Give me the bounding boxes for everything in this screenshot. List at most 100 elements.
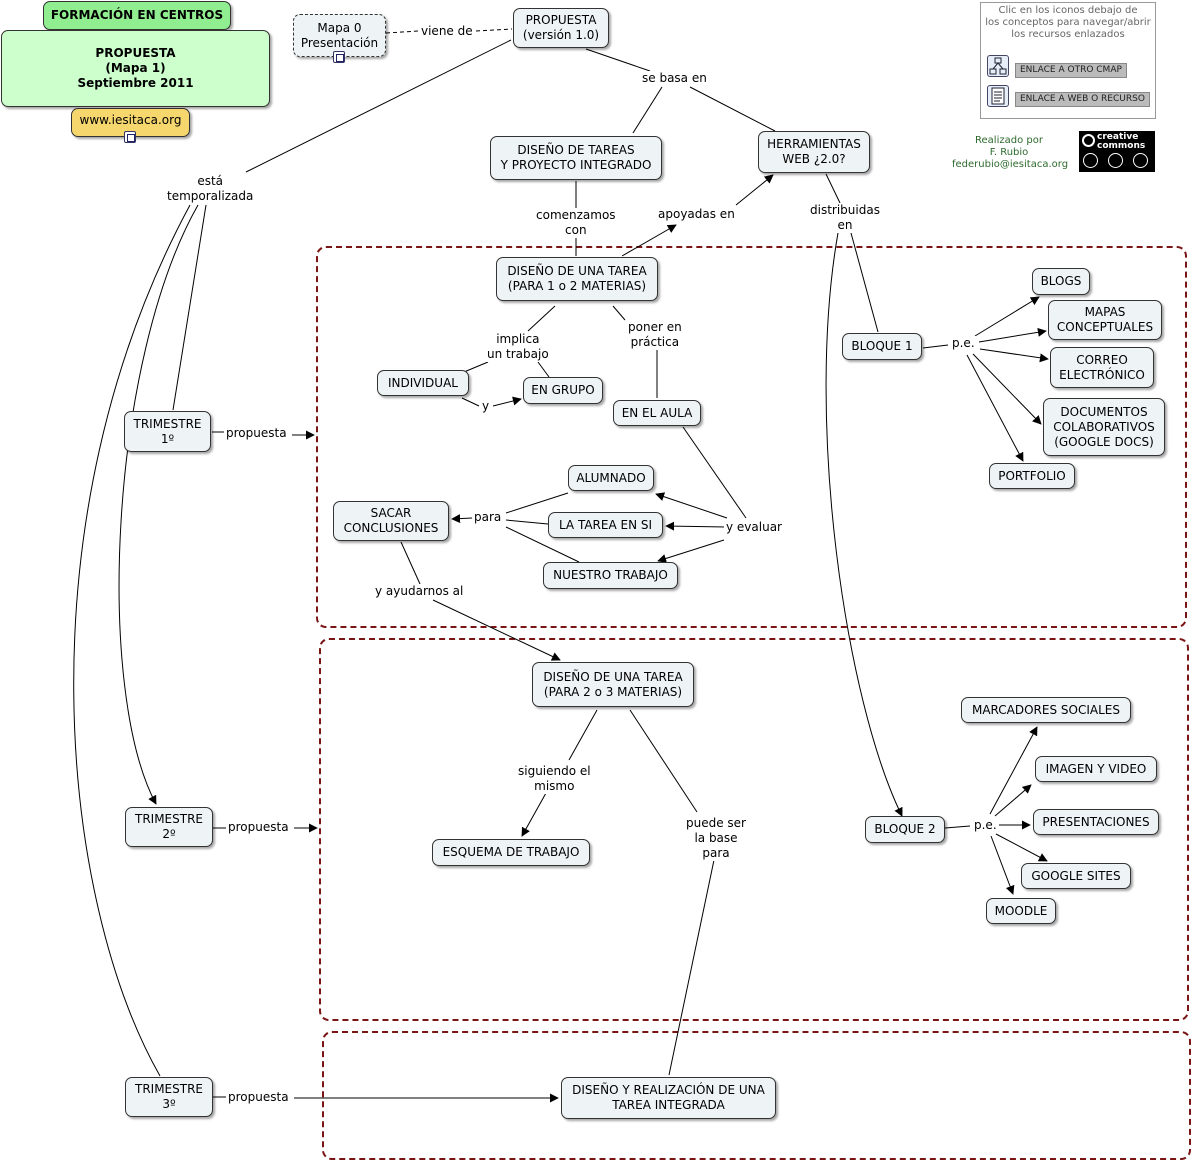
line-bloque2-pe bbox=[944, 825, 971, 829]
legend-instructions: Clic en los iconos debajo de los concept… bbox=[985, 5, 1151, 40]
line-apoyadas-herramientas bbox=[735, 174, 774, 206]
link-y: y bbox=[480, 399, 492, 414]
line-nuestro-para bbox=[505, 526, 580, 563]
line-implica-individual bbox=[463, 361, 489, 373]
line-pe-correo bbox=[979, 348, 1049, 363]
node-nuestro-trabajo: NUESTRO TRABAJO bbox=[543, 562, 678, 589]
line-y-engrupo bbox=[492, 396, 522, 407]
link-viene-de: viene de bbox=[419, 24, 475, 39]
line-tarea12-implica bbox=[527, 305, 556, 332]
link-se-basa-en: se basa en bbox=[640, 71, 709, 86]
node-herramientas: HERRAMIENTAS WEB ¿2.0? bbox=[758, 131, 870, 173]
web-resource-icon bbox=[987, 85, 1009, 107]
node-individual: INDIVIDUAL bbox=[377, 370, 469, 396]
line-individual-y bbox=[461, 397, 480, 407]
nc-icon bbox=[1133, 153, 1148, 168]
line-sacar-ayudarnos bbox=[400, 541, 421, 585]
map-title: FORMACIÓN EN CENTROS bbox=[43, 1, 231, 30]
web-resource-icon[interactable] bbox=[124, 131, 136, 143]
line-sebasa-herramientas bbox=[689, 86, 776, 132]
line-herramientas-distribuidas bbox=[825, 173, 841, 204]
web-resource-icon-graphic bbox=[991, 87, 1005, 105]
line-para-sacar bbox=[451, 514, 473, 524]
node-trimestre-3: TRIMESTRE 3º bbox=[125, 1077, 213, 1117]
legend-web-button: ENLACE A WEB O RECURSO bbox=[1015, 92, 1150, 107]
line-alumnado-para bbox=[505, 492, 569, 514]
link-y-evaluar: y evaluar bbox=[724, 520, 784, 535]
proposal-header: PROPUESTA (Mapa 1) Septiembre 2011 bbox=[1, 30, 270, 107]
line-vienede-propuesta bbox=[475, 28, 513, 32]
line-evaluar-tarea bbox=[665, 521, 727, 531]
line-mapa0-vienede bbox=[385, 30, 419, 34]
node-mapas: MAPAS CONCEPTUALES bbox=[1048, 300, 1162, 340]
link-para: para bbox=[472, 510, 504, 525]
line-tarea23-siguiendo bbox=[568, 709, 598, 761]
region-trimestre-1 bbox=[316, 246, 1187, 628]
node-esquema: ESQUEMA DE TRABAJO bbox=[432, 839, 590, 866]
cmap-link-icon bbox=[987, 55, 1009, 77]
node-tarea-1-2: DISEÑO DE UNA TAREA (PARA 1 o 2 MATERIAS… bbox=[496, 257, 658, 301]
author-credit: Realizado por F. Rubio federubio@iesitac… bbox=[952, 135, 1069, 170]
line-distribuidas-bloque2 bbox=[825, 232, 903, 817]
node-propuesta: PROPUESTA (versión 1.0) bbox=[513, 8, 609, 48]
node-documentos: DOCUMENTOS COLABORATIVOS (GOOGLE DOCS) bbox=[1043, 398, 1165, 456]
line-propuesta-temporalizada bbox=[245, 39, 512, 173]
line-pe-mapas bbox=[978, 327, 1047, 343]
node-en-grupo: EN GRUPO bbox=[523, 377, 603, 404]
line-pe-marcadores bbox=[989, 726, 1038, 815]
cmap-link-icon[interactable] bbox=[333, 51, 345, 63]
line-aula-evaluar bbox=[682, 426, 747, 519]
link-comenzamos: comenzamos con bbox=[534, 208, 618, 238]
line-temporalizada-trim3 bbox=[73, 204, 191, 1077]
link-propuesta-3: propuesta bbox=[226, 1090, 291, 1105]
node-alumnado: ALUMNADO bbox=[568, 465, 654, 491]
line-pe-moodle bbox=[990, 835, 1015, 895]
link-apoyadas: apoyadas en bbox=[656, 207, 737, 222]
line-propuesta-sebasa bbox=[585, 48, 651, 72]
line-distribuidas-bloque1 bbox=[850, 232, 879, 333]
node-tarea-2-3: DISEÑO DE UNA TAREA (PARA 2 o 3 MATERIAS… bbox=[532, 662, 694, 707]
node-google-sites: GOOGLE SITES bbox=[1021, 863, 1131, 889]
region-trimestre-3 bbox=[322, 1031, 1191, 1160]
link-implica: implica un trabajo bbox=[485, 332, 551, 362]
line-tarea12-apoyadas bbox=[621, 224, 677, 257]
creative-commons-badge[interactable]: creative commons bbox=[1079, 131, 1155, 172]
nd-icon bbox=[1108, 153, 1123, 168]
node-blogs: BLOGS bbox=[1032, 268, 1090, 295]
node-bloque-1: BLOQUE 1 bbox=[842, 333, 922, 360]
node-presentaciones: PRESENTACIONES bbox=[1033, 809, 1159, 835]
line-evaluar-alumnado bbox=[655, 492, 728, 519]
region-trimestre-2 bbox=[319, 638, 1189, 1021]
node-trimestre-2: TRIMESTRE 2º bbox=[125, 807, 213, 847]
by-icon bbox=[1083, 153, 1098, 168]
link-pe-1: p.e. bbox=[950, 336, 977, 351]
node-marcadores: MARCADORES SOCIALES bbox=[961, 697, 1131, 723]
node-portfolio: PORTFOLIO bbox=[989, 463, 1075, 489]
line-pe-googlesites bbox=[995, 833, 1048, 862]
line-tarea23-puede bbox=[629, 709, 698, 813]
node-tarea-integrada: DISEÑO Y REALIZACIÓN DE UNA TAREA INTEGR… bbox=[561, 1077, 776, 1119]
cc-icon bbox=[1082, 134, 1095, 147]
link-ayudarnos: y ayudarnos al bbox=[373, 584, 466, 599]
node-bloque-2: BLOQUE 2 bbox=[865, 816, 945, 843]
line-tarea-para bbox=[505, 519, 549, 525]
line-siguiendo-esquema bbox=[521, 792, 547, 837]
node-en-el-aula: EN EL AULA bbox=[613, 400, 701, 426]
link-puede-ser: puede ser la base para bbox=[684, 816, 748, 861]
line-tarea12-poner bbox=[612, 305, 626, 321]
link-propuesta-2: propuesta bbox=[226, 820, 291, 835]
node-moodle: MOODLE bbox=[986, 898, 1056, 924]
line-pe-blogs bbox=[974, 296, 1040, 337]
line-pe-documentos bbox=[972, 353, 1042, 425]
node-imagen-video: IMAGEN Y VIDEO bbox=[1035, 756, 1157, 782]
link-propuesta-1: propuesta bbox=[224, 426, 289, 441]
link-siguiendo: siguiendo el mismo bbox=[516, 764, 593, 794]
line-ayudarnos-tarea23 bbox=[432, 599, 561, 661]
line-temporalizada-trim2 bbox=[118, 204, 199, 805]
link-poner: poner en práctica bbox=[626, 320, 684, 350]
line-pe-portfolio bbox=[966, 354, 1024, 462]
cmap-link-icon-graphic bbox=[989, 57, 1007, 75]
node-mapa0[interactable]: Mapa 0 Presentación bbox=[293, 14, 386, 57]
